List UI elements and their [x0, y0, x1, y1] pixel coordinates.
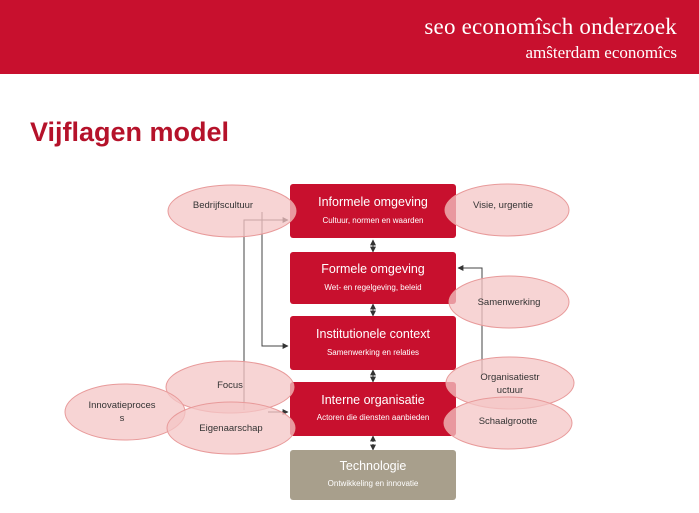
slide-title: Vijflagen model: [30, 117, 230, 147]
factor-label: Bedrijfscultuur: [193, 200, 253, 211]
layer-informele-omgeving: Informele omgeving Cultuur, normen en wa…: [290, 184, 456, 238]
brand-name: seo economîsch onderzoek: [424, 14, 677, 39]
brand-subname: amŝterdam economîcs: [525, 43, 677, 62]
layer-box: [290, 450, 456, 500]
factor-innovatieproces: Innovatieproces s: [64, 383, 186, 441]
layer-title: Formele omgeving: [321, 262, 425, 276]
factor-label: Samenwerking: [478, 297, 541, 308]
factor-bedrijfscultuur: Bedrijfscultuur: [167, 184, 297, 238]
layer-title: Interne organisatie: [321, 393, 425, 407]
layer-interne-organisatie: Interne organisatie Actoren die diensten…: [290, 382, 456, 436]
factor-ellipse: [166, 401, 296, 455]
layer-subtitle: Cultuur, normen en waarden: [323, 216, 424, 225]
header-band: seo economîsch onderzoek amŝterdam econo…: [0, 0, 699, 74]
layer-subtitle: Wet- en regelgeving, beleid: [324, 283, 421, 292]
factor-ellipse: [448, 275, 570, 329]
factor-samenwerking: Samenwerking: [448, 275, 570, 329]
connector-organisatiestructuur-formele: [457, 265, 483, 375]
layer-subtitle: Samenwerking en relaties: [327, 348, 419, 357]
factor-eigenaarschap: Eigenaarschap: [166, 401, 296, 455]
factor-ellipse: [64, 383, 186, 441]
factor-label: Focus: [217, 380, 243, 391]
factor-schaalgrootte: Schaalgrootte: [443, 396, 573, 450]
layer-box: [290, 252, 456, 304]
factor-label-line2: s: [120, 413, 125, 424]
factor-label: Schaalgrootte: [479, 416, 538, 427]
factor-ellipse: [167, 184, 297, 238]
layer-title: Institutionele context: [316, 327, 430, 341]
layer-box: [290, 316, 456, 370]
layer-formele-omgeving: Formele omgeving Wet- en regelgeving, be…: [290, 252, 456, 304]
layer-box: [290, 184, 456, 238]
factor-ellipse: [443, 396, 573, 450]
layer-title: Technologie: [340, 459, 407, 473]
factor-ellipse: [444, 183, 570, 237]
factor-label-line2: uctuur: [497, 385, 523, 396]
connector-bedrijfscultuur-institutionele: [261, 212, 289, 349]
layer-subtitle: Ontwikkeling en innovatie: [328, 479, 419, 488]
layer-technologie: Technologie Ontwikkeling en innovatie: [290, 450, 456, 500]
factor-label: Visie, urgentie: [473, 200, 533, 211]
layer-box: [290, 382, 456, 436]
layer-subtitle: Actoren die diensten aanbieden: [317, 413, 430, 422]
factor-organisatiestructuur: Organisatiestr uctuur: [445, 356, 575, 410]
layer-institutionele-context: Institutionele context Samenwerking en r…: [290, 316, 456, 370]
layer-title: Informele omgeving: [318, 195, 428, 209]
factor-label-line1: Organisatiestr: [480, 372, 539, 383]
factor-label: Eigenaarschap: [199, 423, 262, 434]
factor-label-line1: Innovatieproces: [88, 400, 155, 411]
factor-visie-urgentie: Visie, urgentie: [444, 183, 570, 237]
